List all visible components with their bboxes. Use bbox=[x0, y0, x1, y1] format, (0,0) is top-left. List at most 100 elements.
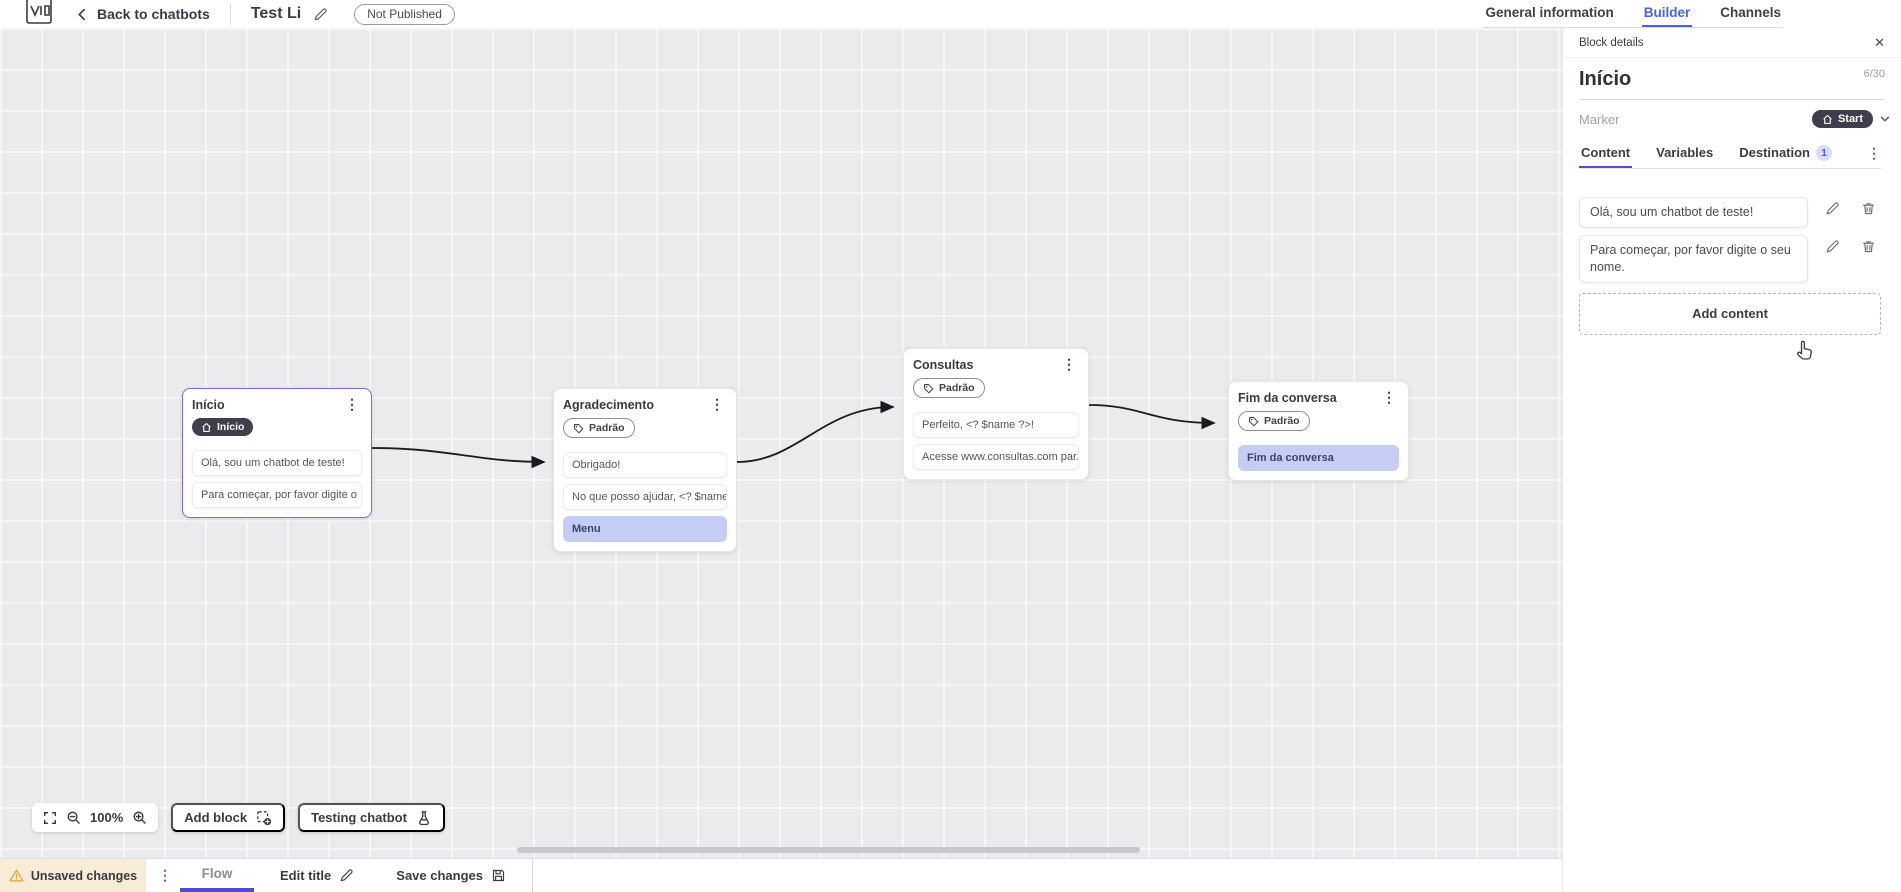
block-title: Fim da conversa bbox=[1238, 391, 1337, 405]
tab-builder[interactable]: Builder bbox=[1641, 0, 1693, 27]
block-row-message[interactable]: Para começar, por favor digite o ... bbox=[192, 482, 362, 508]
marker-select[interactable]: Start bbox=[1811, 110, 1873, 128]
zoom-level: 100% bbox=[90, 810, 124, 825]
add-block-icon bbox=[256, 810, 272, 826]
top-header: Back to chatbots Test Li Not Published G… bbox=[0, 0, 1901, 28]
tab-general-information[interactable]: General information bbox=[1483, 0, 1615, 27]
header-left: Back to chatbots Test Li Not Published bbox=[0, 0, 1483, 27]
bot-title: Test Li bbox=[250, 5, 302, 22]
pencil-icon bbox=[339, 868, 354, 883]
bottom-bar-divider bbox=[532, 859, 533, 892]
tag-icon bbox=[1248, 416, 1259, 427]
panel-tabs: Content Variables Destination 1 ⋮ bbox=[1579, 139, 1881, 169]
tab-content[interactable]: Content bbox=[1579, 139, 1633, 168]
block-inicio[interactable]: Início ⋮ Início Olá, sou um chatbot de t… bbox=[182, 388, 372, 518]
block-details-panel: Block details ✕ Início 6/30 Marker Start… bbox=[1562, 28, 1901, 892]
block-row-end[interactable]: Fim da conversa bbox=[1238, 445, 1399, 471]
name-char-counter: 6/30 bbox=[1863, 68, 1885, 80]
message-text[interactable]: Para começar, por favor digite o seu nom… bbox=[1579, 235, 1808, 283]
tag-marker-pill: Padrão bbox=[563, 418, 635, 438]
flow-canvas[interactable]: Início ⋮ Início Olá, sou um chatbot de t… bbox=[0, 28, 1562, 858]
zoom-out-icon[interactable] bbox=[66, 810, 81, 825]
tab-destination[interactable]: Destination 1 bbox=[1737, 139, 1834, 168]
block-name-input[interactable]: Início bbox=[1579, 68, 1632, 90]
trash-icon bbox=[1861, 201, 1876, 216]
house-icon bbox=[1822, 114, 1833, 125]
trash-icon bbox=[1861, 239, 1876, 254]
message-text[interactable]: Olá, sou um chatbot de teste! bbox=[1579, 197, 1808, 229]
testing-chatbot-button[interactable]: Testing chatbot bbox=[298, 803, 445, 832]
edit-title-button[interactable]: Edit title bbox=[280, 859, 354, 892]
start-marker-pill: Início bbox=[192, 418, 254, 436]
save-changes-button[interactable]: Save changes bbox=[396, 859, 506, 892]
delete-message-button[interactable] bbox=[1861, 239, 1876, 254]
canvas-horizontal-scrollbar[interactable] bbox=[517, 847, 1140, 853]
content-list: Olá, sou um chatbot de teste! Para começ… bbox=[1563, 169, 1901, 283]
marker-label: Marker bbox=[1579, 111, 1620, 127]
block-menu-icon[interactable]: ⋮ bbox=[707, 397, 727, 411]
name-underline bbox=[1579, 99, 1885, 100]
chevron-down-icon[interactable] bbox=[1879, 113, 1891, 125]
block-title: Agradecimento bbox=[563, 398, 654, 412]
block-menu-icon[interactable]: ⋮ bbox=[342, 397, 362, 411]
content-item: Olá, sou um chatbot de teste! bbox=[1579, 197, 1885, 229]
tab-flow[interactable]: Flow bbox=[180, 859, 254, 892]
app-logo-icon bbox=[24, 0, 54, 27]
tab-channels[interactable]: Channels bbox=[1718, 0, 1783, 27]
chevron-left-icon bbox=[76, 8, 89, 21]
marker-row: Marker Start bbox=[1563, 100, 1901, 137]
block-fim-da-conversa[interactable]: Fim da conversa ⋮ Padrão Fim da conversa bbox=[1228, 381, 1409, 481]
block-row-message[interactable]: No que posso ajudar, <? $name ... bbox=[563, 484, 727, 510]
block-row-message[interactable]: Acesse www.consultas.com par... bbox=[913, 444, 1079, 470]
tag-marker-pill: Padrão bbox=[1238, 411, 1310, 431]
pencil-icon bbox=[1825, 239, 1840, 254]
bottom-bar: Unsaved changes ⋮ Flow Edit title Save c… bbox=[0, 858, 1562, 892]
block-row-message[interactable]: Olá, sou um chatbot de teste! bbox=[192, 450, 362, 476]
header-tabs: General information Builder Channels bbox=[1483, 0, 1783, 28]
add-content-button[interactable]: Add content bbox=[1579, 292, 1881, 335]
edit-message-button[interactable] bbox=[1825, 239, 1840, 254]
status-badge: Not Published bbox=[354, 3, 455, 25]
destination-count-badge: 1 bbox=[1816, 144, 1833, 161]
block-menu-icon[interactable]: ⋮ bbox=[1379, 390, 1399, 404]
block-title: Consultas bbox=[913, 358, 974, 372]
warning-icon bbox=[9, 868, 24, 883]
tag-icon bbox=[573, 423, 584, 434]
pencil-icon bbox=[1825, 201, 1840, 216]
panel-header: Block details ✕ bbox=[1563, 28, 1901, 58]
block-consultas[interactable]: Consultas ⋮ Padrão Perfeito, <? $name ?>… bbox=[903, 348, 1089, 480]
fullscreen-icon[interactable] bbox=[43, 811, 57, 825]
back-label: Back to chatbots bbox=[97, 6, 210, 22]
flask-icon bbox=[416, 810, 432, 826]
block-row-message[interactable]: Obrigado! bbox=[563, 452, 727, 478]
block-row-message[interactable]: Perfeito, <? $name ?>! bbox=[913, 412, 1079, 438]
tag-icon bbox=[923, 383, 934, 394]
block-header: Fim da conversa ⋮ bbox=[1238, 390, 1399, 405]
tab-variables[interactable]: Variables bbox=[1654, 139, 1715, 168]
flow-menu-icon[interactable]: ⋮ bbox=[154, 859, 176, 892]
zoom-in-icon[interactable] bbox=[132, 810, 147, 825]
edit-message-button[interactable] bbox=[1825, 201, 1840, 216]
block-header: Início ⋮ bbox=[192, 397, 362, 412]
block-agradecimento[interactable]: Agradecimento ⋮ Padrão Obrigado! No que … bbox=[553, 388, 737, 552]
block-title: Início bbox=[192, 398, 225, 412]
panel-title: Block details bbox=[1579, 37, 1644, 49]
block-name-row: Início 6/30 bbox=[1563, 58, 1901, 99]
block-menu-icon[interactable]: ⋮ bbox=[1059, 357, 1079, 371]
close-icon[interactable]: ✕ bbox=[1874, 35, 1885, 50]
panel-menu-icon[interactable]: ⋮ bbox=[1867, 139, 1881, 168]
save-icon bbox=[491, 868, 506, 883]
edit-bot-title-button[interactable] bbox=[313, 7, 328, 22]
pencil-icon bbox=[313, 7, 328, 22]
back-to-chatbots-button[interactable]: Back to chatbots bbox=[76, 6, 210, 22]
block-row-menu[interactable]: Menu bbox=[563, 516, 727, 542]
add-block-button[interactable]: Add block bbox=[171, 803, 286, 832]
house-icon bbox=[201, 422, 212, 433]
delete-message-button[interactable] bbox=[1861, 201, 1876, 216]
content-item: Para começar, por favor digite o seu nom… bbox=[1579, 235, 1885, 283]
canvas-toolbar: 100% Add block Testing chatbot bbox=[32, 803, 445, 832]
zoom-controls: 100% bbox=[32, 803, 159, 832]
unsaved-changes-status: Unsaved changes bbox=[0, 859, 146, 892]
header-divider bbox=[229, 3, 231, 25]
